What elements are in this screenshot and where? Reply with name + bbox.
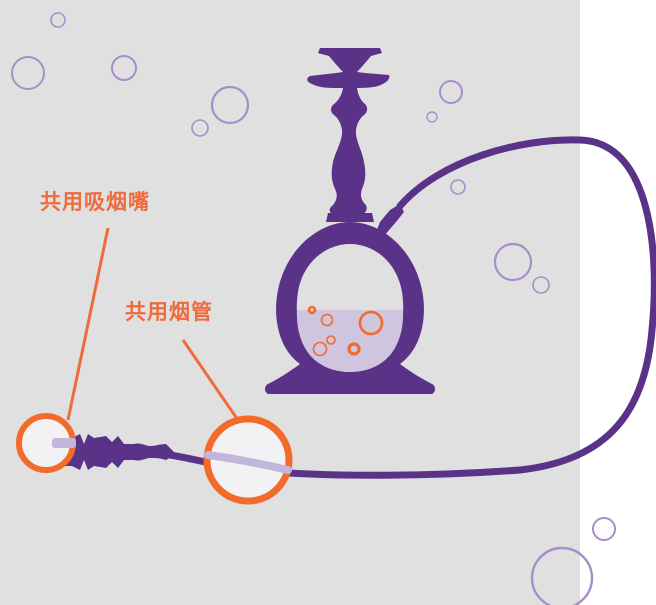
bubble (493, 242, 533, 282)
mouthpiece-leader-line (66, 227, 110, 421)
highlight-circle-icon-mouthpiece (16, 413, 76, 473)
hookah-stem (329, 88, 368, 216)
bubble (532, 276, 550, 294)
hookah-bowl (307, 48, 390, 88)
water (296, 310, 404, 372)
bubble (530, 546, 594, 605)
bubble (111, 55, 137, 81)
bubbles (11, 12, 616, 605)
hose-highlight-segment (204, 451, 292, 474)
shared-mouthpiece-label: 共用吸烟嘴 (40, 190, 150, 214)
shared-hose-label: 共用烟管 (125, 300, 213, 324)
mouthpiece-tip (52, 438, 76, 448)
water-bubbles (307, 305, 384, 357)
bubble (11, 56, 45, 90)
bubble (210, 85, 250, 125)
mouthpiece (56, 434, 176, 470)
bubble (191, 119, 209, 137)
water-bubble (347, 342, 361, 356)
water-bubble (326, 335, 336, 345)
water-bubble (312, 341, 328, 357)
hookah-collar (326, 213, 374, 222)
bubble (50, 12, 66, 28)
mouthpiece-body (56, 434, 176, 470)
bubble (450, 179, 466, 195)
highlight-circle-icon-hose (203, 415, 293, 505)
water-bubble (320, 313, 334, 327)
hose-leader-line (181, 339, 242, 424)
bubble (592, 517, 616, 541)
water-bubble (307, 305, 317, 315)
hose-connector (376, 204, 404, 236)
bubble (439, 80, 463, 104)
water-bubble (358, 310, 384, 336)
bubble (426, 111, 438, 123)
